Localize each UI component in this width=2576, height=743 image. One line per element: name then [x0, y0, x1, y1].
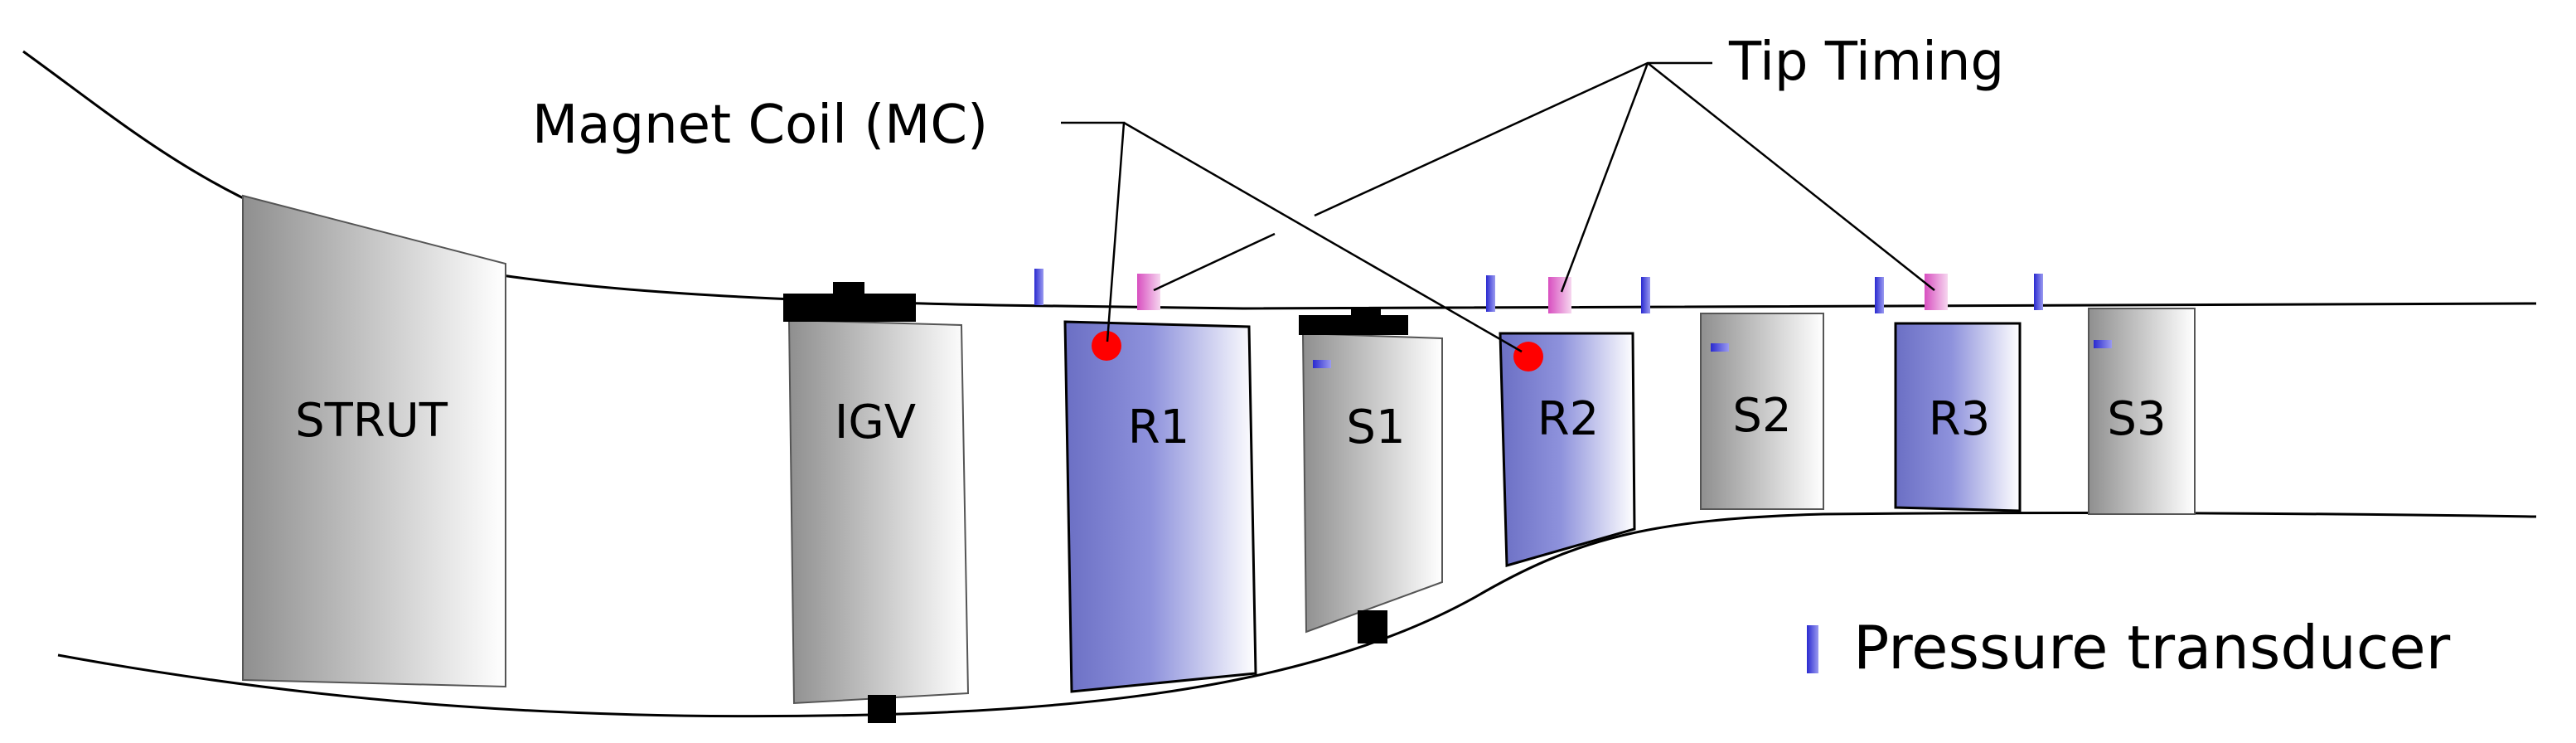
s1-bottom-mount	[1358, 610, 1387, 643]
callout-tip-timing: Tip Timing	[1153, 32, 2004, 293]
magnet-coil-r1	[1092, 331, 1121, 361]
blade-transducer-s1	[1313, 360, 1331, 368]
blade-label-s2: S2	[1732, 389, 1791, 443]
callout-label-tip-timing: Tip Timing	[1728, 32, 2004, 93]
igv-top-mount-cap	[833, 282, 864, 299]
blade-label-s3: S3	[2107, 392, 2166, 446]
blade-s2: S2	[1700, 313, 1824, 510]
blade-label-r3: R3	[1929, 392, 1991, 446]
blade-r2: R2	[1499, 332, 1636, 567]
casing-transducer-4	[1875, 277, 1884, 313]
tip-timing-probe-2	[1548, 277, 1571, 313]
blade-s1: S1	[1299, 307, 1443, 643]
casing-transducer-1	[1034, 269, 1043, 305]
pressure-transducer-icon	[1807, 625, 1818, 673]
magnet-coil-r2	[1513, 342, 1543, 372]
tip-timing-probe-1	[1137, 274, 1160, 310]
s1-top-mount-cap	[1351, 307, 1381, 318]
tip-timing-probe-3	[1925, 274, 1948, 310]
blade-r1: R1	[1063, 320, 1257, 693]
blade-label-r2: R2	[1537, 392, 1600, 446]
casing-transducer-5	[2034, 274, 2043, 310]
blade-transducer-s3	[2094, 340, 2112, 348]
blade-strut: STRUT	[242, 194, 506, 688]
blade-label-s1: S1	[1346, 401, 1405, 454]
blade-s3: S3	[2088, 308, 2196, 515]
blade-label-igv: IGV	[835, 396, 916, 449]
callout-magnet-coil: Magnet Coil (MC)	[532, 95, 1523, 353]
blade-label-r1: R1	[1128, 401, 1190, 454]
legend-label: Pressure transducer	[1853, 613, 2451, 682]
casing-transducer-3	[1641, 277, 1650, 313]
igv-bottom-mount	[868, 695, 896, 723]
blade-label-strut: STRUT	[295, 394, 448, 448]
casing-transducer-2	[1486, 275, 1495, 312]
blade-transducer-s2	[1711, 343, 1729, 352]
blade-igv: IGV	[783, 282, 970, 723]
blade-r3: R3	[1894, 322, 2022, 512]
legend: Pressure transducer	[1807, 613, 2451, 682]
callout-label-magnet-coil: Magnet Coil (MC)	[532, 95, 988, 156]
